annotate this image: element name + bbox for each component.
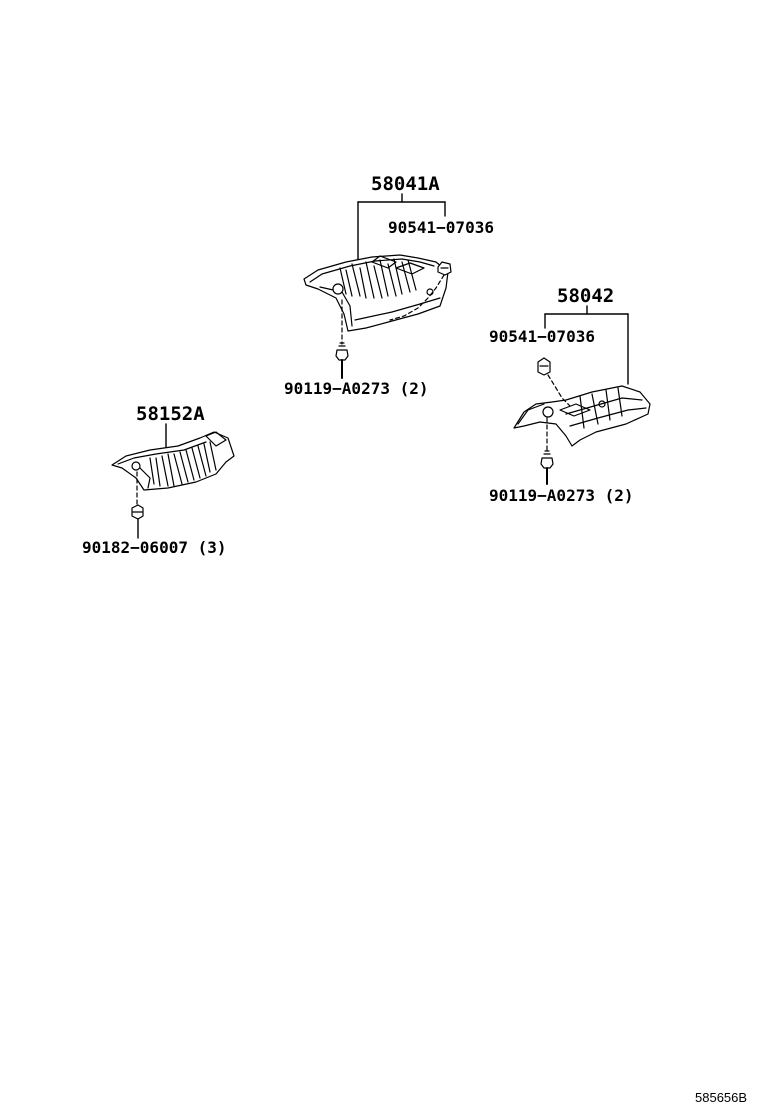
label-58152a[interactable]: 58152A [136,403,205,425]
heat-insulator-58152a[interactable] [111,431,235,491]
label-58041a[interactable]: 58041A [371,173,440,195]
label-90182-06007[interactable]: 90182−06007 (3) [82,538,227,557]
label-90541-07036-top[interactable]: 90541−07036 [388,218,494,237]
label-90119-a0273-right[interactable]: 90119−A0273 (2) [489,486,634,505]
heat-insulator-58041a[interactable] [303,254,449,332]
bolt-90119-right[interactable] [540,417,554,485]
label-58042[interactable]: 58042 [557,285,615,307]
leader-58041a [357,193,446,263]
nut-90541-right[interactable] [537,357,571,407]
figure-code: 585656B [695,1090,748,1105]
leader-58042 [544,305,629,385]
label-90541-07036-right[interactable]: 90541−07036 [489,327,595,346]
nut-90541-top[interactable] [389,261,452,321]
bolt-90119-top[interactable] [335,299,349,379]
nut-90182[interactable] [131,471,144,539]
heat-insulator-58042[interactable] [513,385,651,447]
label-90119-a0273-top[interactable]: 90119−A0273 (2) [284,379,429,398]
